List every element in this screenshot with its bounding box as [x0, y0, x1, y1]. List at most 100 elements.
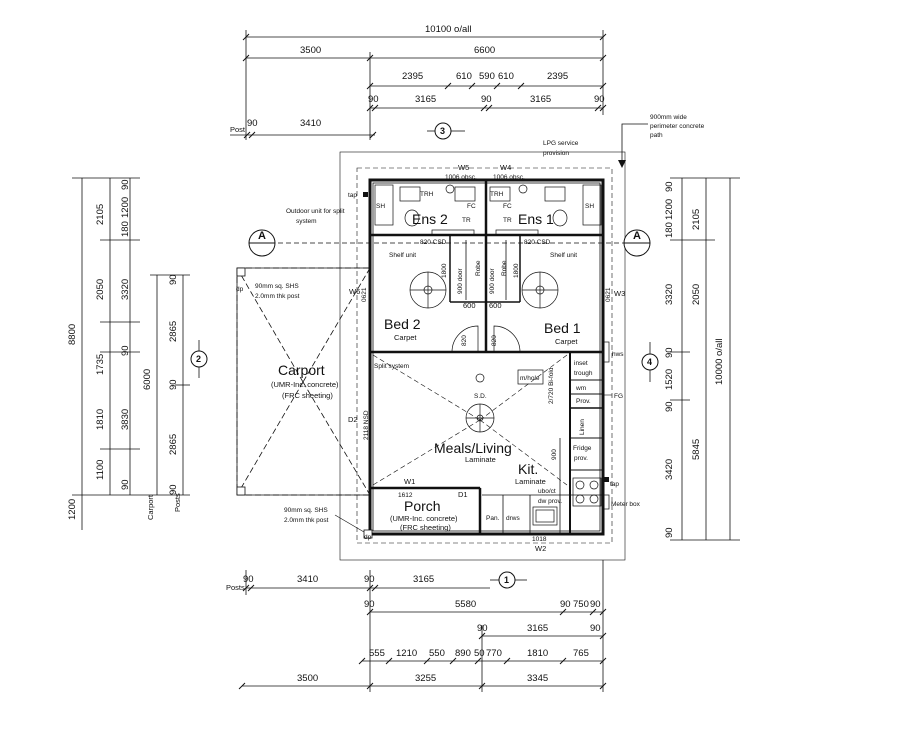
dim-top-row2-a: 3500 — [300, 45, 321, 56]
room-bed2: Bed 2 — [384, 316, 421, 332]
room-bed2-floor: Carpet — [394, 333, 417, 342]
dim-left-col2-c: 180 — [120, 221, 131, 237]
dim-left-col4-c: 90 — [168, 379, 179, 390]
bed2-1800: 1800 — [441, 263, 448, 278]
dim-left-col1-b: 2050 — [95, 279, 106, 300]
dim-right-col2-b: 2050 — [691, 284, 702, 305]
note-meter-box: Meter box — [611, 501, 641, 508]
room-kit-floor: Laminate — [515, 477, 546, 486]
window-w6-size: 0621 — [361, 287, 368, 302]
dim-bottom-posts-b: 3410 — [297, 574, 318, 585]
porch — [363, 487, 481, 539]
dw-label: dw prov. — [538, 498, 562, 505]
dim-bottom-row5-a: 3500 — [297, 673, 318, 684]
split-system-label: Split system — [374, 363, 409, 370]
room-bed1-floor: Carpet — [555, 337, 578, 346]
ens1-sh: SH — [585, 203, 594, 210]
note-lpg-2: provision — [543, 150, 569, 157]
dim-right-col1-f: 1520 — [664, 369, 675, 390]
dim-bottom-row3-a: 90 — [477, 623, 488, 634]
dim-right-col1-g: 90 — [664, 401, 675, 412]
dim-left-col2-e: 90 — [120, 345, 131, 356]
bedroom-doors — [451, 325, 521, 353]
dim-right-col1-c: 180 — [664, 222, 675, 238]
dim-left-col1-c: 1735 — [95, 354, 106, 375]
ceiling-fan-living — [465, 403, 495, 433]
dim-left-col2-d: 3320 — [120, 279, 131, 300]
bed1-shelf: Shelf unit — [550, 252, 577, 259]
dim-bottom-row5-c: 3345 — [527, 673, 548, 684]
tap-right-marker — [604, 477, 609, 482]
window-w5: W5 — [458, 163, 469, 172]
ens2-trh: TRH — [420, 191, 434, 198]
dim-left-col3: 6000 — [142, 369, 153, 390]
dim-right-overall: 10000 o/all — [714, 339, 725, 385]
dim-right-col2-a: 2105 — [691, 209, 702, 230]
top-dimensions — [230, 30, 607, 140]
note-tap-right: tap — [610, 481, 619, 488]
grid-bubble-3 — [427, 122, 465, 140]
wm-label: wm — [575, 385, 586, 392]
grid-bubble-4-label: 4 — [647, 357, 652, 367]
window-w1: W1 — [404, 477, 415, 486]
dim-left-outer: 1200 — [67, 499, 78, 520]
dim-left-col4-d: 2865 — [168, 434, 179, 455]
grid-bubble-3-label: 3 — [440, 126, 445, 136]
bed1-1800: 1800 — [513, 263, 520, 278]
dim-post-b: 3410 — [300, 118, 321, 129]
dim-bottom-row4-b: 1210 — [396, 648, 417, 659]
note-outdoor-unit-1: Outdoor unit for split — [286, 208, 345, 215]
bottom-dimensions — [238, 560, 607, 692]
drws-label: drws — [506, 515, 520, 522]
dim-top-row4-a: 90 — [368, 94, 379, 105]
dim-right-col2-c: 5845 — [691, 439, 702, 460]
door-d2-size: 2118 NSD — [363, 410, 370, 440]
note-path-2: perimeter concrete — [650, 123, 705, 130]
dim-bottom-row2-d: 750 — [573, 599, 589, 610]
window-w6: W6 — [349, 287, 360, 296]
door-d1: D1 — [458, 490, 468, 499]
dim-left-col4-b: 2865 — [168, 321, 179, 342]
left-dimensions — [72, 177, 190, 530]
ens2-tr: TR — [462, 217, 471, 224]
bed1-600: 600 — [489, 301, 502, 310]
dim-top-row4-e: 90 — [594, 94, 605, 105]
dim-right-col1-a: 90 — [664, 181, 675, 192]
dim-bottom-posts-a: 90 — [243, 574, 254, 585]
section-line-a — [246, 229, 651, 257]
path-note-leader — [621, 123, 648, 165]
linen-label: Linen — [579, 419, 586, 435]
room-meals-living: Meals/Living — [434, 440, 512, 456]
trough-label: trough — [574, 370, 593, 377]
note-outdoor-unit-2: system — [296, 218, 317, 225]
dim-left-overall: 8800 — [67, 324, 78, 345]
room-meals-floor: Laminate — [465, 455, 496, 464]
section-a-left: A — [258, 230, 266, 242]
meter-box — [602, 494, 610, 510]
right-dimensions — [670, 177, 740, 541]
dim-top-row3-b: 610 — [456, 71, 472, 82]
ceiling-fan-bed2 — [409, 271, 447, 309]
dim-bottom-posts-d: 3165 — [413, 574, 434, 585]
dim-top-row3-a: 2395 — [402, 71, 423, 82]
dim-left-label-carport: Carport — [146, 494, 155, 520]
dim-bottom-row2-c: 90 — [560, 599, 571, 610]
path-note-arrow — [618, 160, 626, 168]
ens1-fc: FC — [503, 203, 512, 210]
robe-left-door: 900 door — [457, 268, 464, 294]
dim-bottom-row4-d: 890 — [455, 648, 471, 659]
dim-overall-top: 10100 o/all — [425, 24, 471, 35]
smoke-detector-icon — [475, 373, 485, 383]
dim-bottom-row5-b: 3255 — [415, 673, 436, 684]
dim-bottom-row3-c: 90 — [590, 623, 601, 634]
fridge-prov-label: prov. — [574, 455, 588, 462]
room-ens2: Ens 2 — [412, 211, 448, 227]
dim-post-label: Post — [230, 125, 246, 134]
dim-right-col1-h: 3420 — [664, 459, 675, 480]
bed1-door-820: 820 — [491, 335, 498, 346]
manhole-label: m/hole — [520, 375, 540, 382]
cooktop-icon — [572, 477, 602, 507]
inset-label: inset — [574, 360, 588, 367]
note-path-1: 900mm wide — [650, 114, 687, 121]
